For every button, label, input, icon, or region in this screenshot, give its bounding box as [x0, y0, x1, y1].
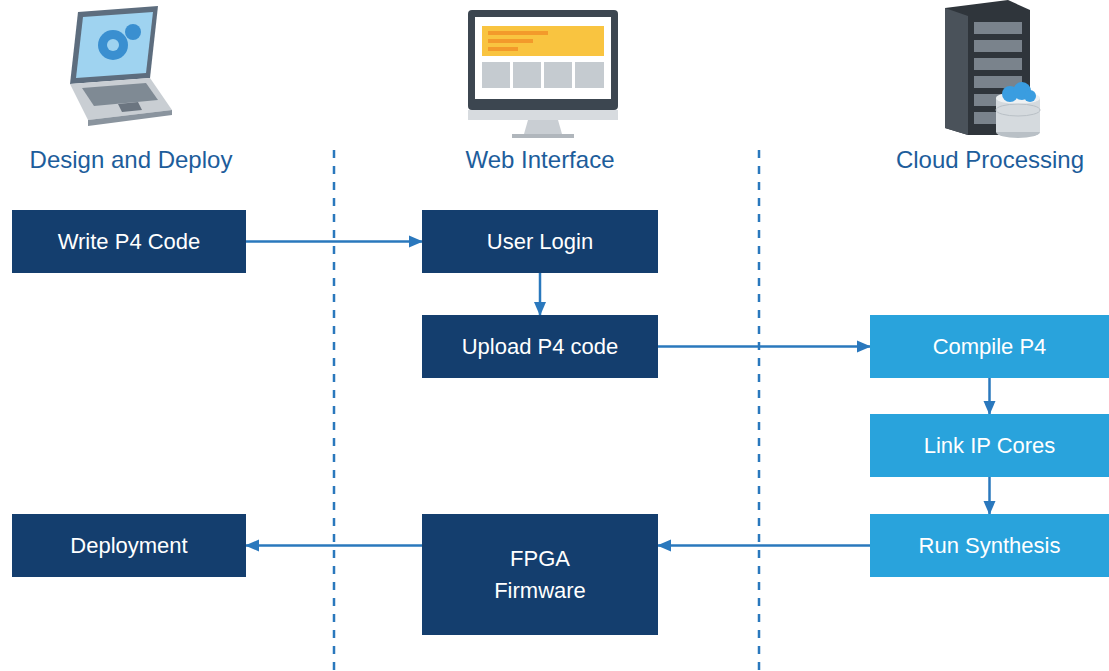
process-box: Link IP Cores: [870, 414, 1109, 477]
process-box: User Login: [422, 210, 658, 273]
server-icon: [945, 0, 1040, 138]
process-box: Run Synthesis: [870, 514, 1109, 577]
flow-arrow: [658, 345, 870, 348]
process-box: FPGA Firmware: [422, 514, 658, 635]
box-label: Compile P4: [933, 331, 1047, 363]
box-label: Upload P4 code: [462, 331, 619, 363]
flow-arrow: [539, 273, 542, 315]
laptop-icon: [70, 6, 172, 126]
flow-arrow: [246, 544, 422, 547]
flow-arrow: [658, 544, 870, 547]
box-label: Run Synthesis: [919, 530, 1061, 562]
lane-divider: [758, 150, 761, 671]
lane-heading: Cloud Processing: [896, 146, 1084, 174]
lane-heading: Web Interface: [466, 146, 615, 174]
box-label: User Login: [487, 226, 593, 258]
box-label: Deployment: [70, 530, 187, 562]
lane-heading: Design and Deploy: [30, 146, 233, 174]
box-label: FPGA Firmware: [470, 543, 610, 607]
monitor-icon: [468, 10, 618, 138]
flow-arrow: [988, 378, 991, 414]
flow-arrow: [988, 477, 991, 514]
flow-arrow: [246, 240, 422, 243]
box-label: Link IP Cores: [924, 430, 1056, 462]
box-label: Write P4 Code: [58, 226, 201, 258]
process-box: Upload P4 code: [422, 315, 658, 378]
process-box: Compile P4: [870, 315, 1109, 378]
process-box: Deployment: [12, 514, 246, 577]
lane-divider: [333, 150, 336, 671]
process-box: Write P4 Code: [12, 210, 246, 273]
